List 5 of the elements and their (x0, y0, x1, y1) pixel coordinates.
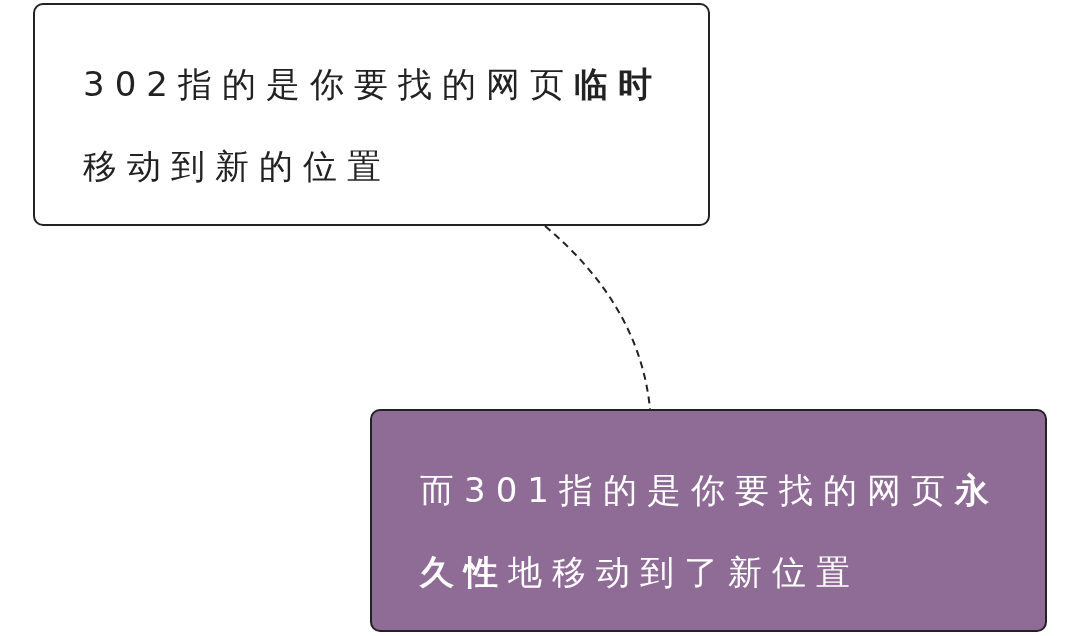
dashed-connector (544, 225, 651, 410)
text-box (33, 3, 710, 226)
box-text: 302指的是你要找的网页临时移动到新的位置 (83, 63, 663, 188)
text-box (370, 409, 1047, 632)
box-text: 而301指的是你要找的网页永久性地移动到了新位置 (420, 469, 1000, 594)
